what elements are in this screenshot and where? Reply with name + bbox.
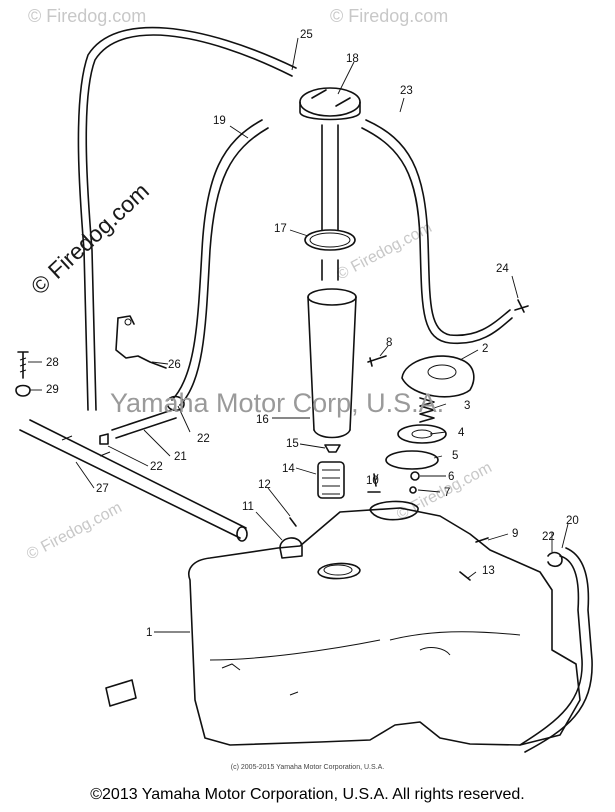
pickup-tube: [321, 124, 339, 281]
fitting-9: [475, 537, 489, 543]
fitting-11: [279, 537, 303, 559]
gasket-4-hole: [411, 429, 433, 439]
clamp-22-right: [547, 551, 563, 568]
o-ring-17-inner: [309, 232, 351, 248]
hose-23: [361, 119, 513, 345]
hose-19: [171, 119, 269, 406]
callout-8: 8: [386, 337, 392, 349]
screw-24: [514, 299, 529, 313]
callout-19: 19: [213, 115, 226, 127]
hose-25: [77, 26, 297, 411]
callout-4: 4: [458, 427, 465, 439]
gasket-4: [397, 424, 447, 444]
clip-15: [324, 444, 341, 453]
callout-6: 6: [448, 471, 454, 483]
hose-20: [519, 547, 593, 753]
callout-27: 27: [96, 483, 109, 495]
screw-8: [367, 355, 387, 367]
nut-29: [15, 384, 31, 397]
callout-22-clamp-right: 22: [542, 531, 555, 543]
bracket-26: [115, 315, 167, 369]
watermark-corner-topleft: © Firedog.com: [28, 6, 146, 26]
callout-13: 13: [482, 565, 495, 577]
callout-11: 11: [242, 501, 254, 513]
label-plate: [105, 679, 137, 707]
callout-3: 3: [464, 400, 470, 412]
callout-16: 16: [256, 414, 269, 426]
watermark-left-faint: © Firedog.com: [24, 499, 125, 563]
screw-10: [367, 473, 381, 493]
callout-1: 1: [146, 627, 152, 639]
clamp-22-lower: [99, 433, 109, 445]
pickup-cap-18: [299, 87, 361, 121]
callout-15: 15: [286, 438, 299, 450]
fuel-tank-1: [188, 500, 581, 746]
bolt-28: [17, 351, 29, 379]
callout-12: 12: [258, 479, 271, 491]
strainer-14: [317, 461, 345, 499]
pipe-21: [111, 409, 177, 439]
bolt-12: [289, 517, 297, 527]
plate-5: [385, 450, 439, 470]
filler-cap-2: [401, 355, 475, 398]
callout-23: 23: [400, 85, 413, 97]
callout-9: 9: [512, 528, 518, 540]
callout-22-clamp-upper: 22: [197, 433, 210, 445]
fuel-line-27: [19, 419, 248, 542]
watermark-firedog-vertical: © Firedog.com: [26, 178, 154, 300]
callout-25: 25: [300, 29, 313, 41]
callout-2: 2: [482, 343, 488, 355]
callout-29: 29: [46, 384, 59, 396]
callout-26: 26: [168, 359, 181, 371]
leader-lines: [28, 37, 569, 633]
spring-3: [419, 397, 435, 423]
watermark-corner-topright: © Firedog.com: [330, 6, 448, 26]
callout-18: 18: [346, 53, 359, 65]
callout-17: 17: [274, 223, 287, 235]
callout-5: 5: [452, 450, 458, 462]
o-ring-17: [304, 229, 356, 251]
callout-24: 24: [496, 263, 509, 275]
watermark-yamaha-center: Yamaha Motor Corp, U.S.A.: [110, 388, 444, 418]
callout-10: 10: [366, 475, 379, 487]
washer-6: [410, 471, 420, 481]
bolt-13: [459, 571, 471, 581]
callout-7: 7: [444, 487, 450, 499]
callout-21: 21: [174, 451, 187, 463]
filter-tube-16: [307, 288, 357, 439]
callout-28: 28: [46, 357, 59, 369]
nut-7: [409, 486, 417, 494]
callout-22-clamp-lower: 22: [150, 461, 163, 473]
callout-14: 14: [282, 463, 295, 475]
diagram-copyright: (c) 2005-2015 Yamaha Motor Corporation, …: [230, 764, 385, 771]
callout-20: 20: [566, 515, 579, 527]
footer-copyright: ©2013 Yamaha Motor Corporation, U.S.A. A…: [90, 786, 525, 803]
